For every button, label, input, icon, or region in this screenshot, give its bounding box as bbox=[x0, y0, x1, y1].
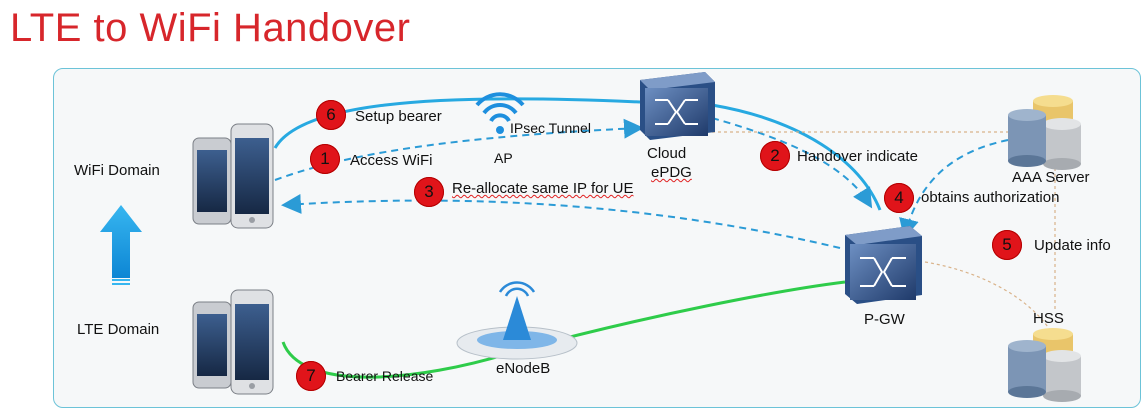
pgw-hss-dotted-line bbox=[924, 261, 1051, 331]
step-3-label: Re-allocate same IP for UE bbox=[452, 180, 634, 197]
step-7-label: Bearer Release bbox=[336, 368, 434, 384]
aaa-pgw-line bbox=[899, 139, 1009, 239]
enodeb-label: eNodeB bbox=[496, 360, 551, 377]
aaa-server-database-icon bbox=[1008, 95, 1081, 170]
step-4-badge: 4 bbox=[884, 183, 914, 213]
setup-bearer-line bbox=[273, 97, 641, 149]
step-6-label: Setup bearer bbox=[355, 108, 442, 125]
enodeb-tower-icon bbox=[456, 281, 578, 360]
lte-domain-label: LTE Domain bbox=[77, 321, 160, 338]
cloud-epdg-label-line1: Cloud bbox=[647, 145, 687, 162]
handover-indicate-line bbox=[711, 117, 873, 209]
step-2-badge: 2 bbox=[760, 141, 790, 171]
reallocate-ip-line bbox=[281, 194, 841, 249]
lte-phones-icon bbox=[192, 289, 274, 395]
wifi-phones-icon bbox=[192, 123, 274, 229]
ipsec-tunnel-line bbox=[274, 118, 644, 181]
hss-database-icon bbox=[1008, 328, 1081, 402]
pgw-label: P-GW bbox=[864, 311, 905, 328]
step-1-label: Access WiFi bbox=[350, 152, 433, 169]
pgw-router-icon bbox=[845, 226, 922, 304]
step-5-badge: 5 bbox=[992, 230, 1022, 260]
epdg-router-icon bbox=[640, 72, 715, 140]
handover-up-arrow-icon bbox=[100, 205, 142, 285]
cloud-epdg-label-line2: ePDG bbox=[651, 164, 692, 181]
ipsec-tunnel-label: IPsec Tunnel bbox=[510, 120, 591, 136]
step-3-badge: 3 bbox=[414, 177, 444, 207]
step-2-label: Handover indicate bbox=[797, 148, 918, 165]
aaa-server-label: AAA Server bbox=[1012, 169, 1090, 186]
ap-label: AP bbox=[494, 150, 513, 166]
hss-label: HSS bbox=[1033, 310, 1064, 327]
step-1-badge: 1 bbox=[310, 144, 340, 174]
step-4-label: obtains authorization bbox=[921, 189, 1060, 206]
page-title: LTE to WiFi Handover bbox=[10, 6, 411, 50]
step-7-badge: 7 bbox=[296, 361, 326, 391]
lte-bearer-line bbox=[281, 280, 846, 379]
wifi-ap-icon bbox=[475, 92, 525, 134]
step-5-label: Update info bbox=[1034, 237, 1111, 254]
wifi-domain-label: WiFi Domain bbox=[74, 162, 160, 179]
step-6-badge: 6 bbox=[316, 100, 346, 130]
